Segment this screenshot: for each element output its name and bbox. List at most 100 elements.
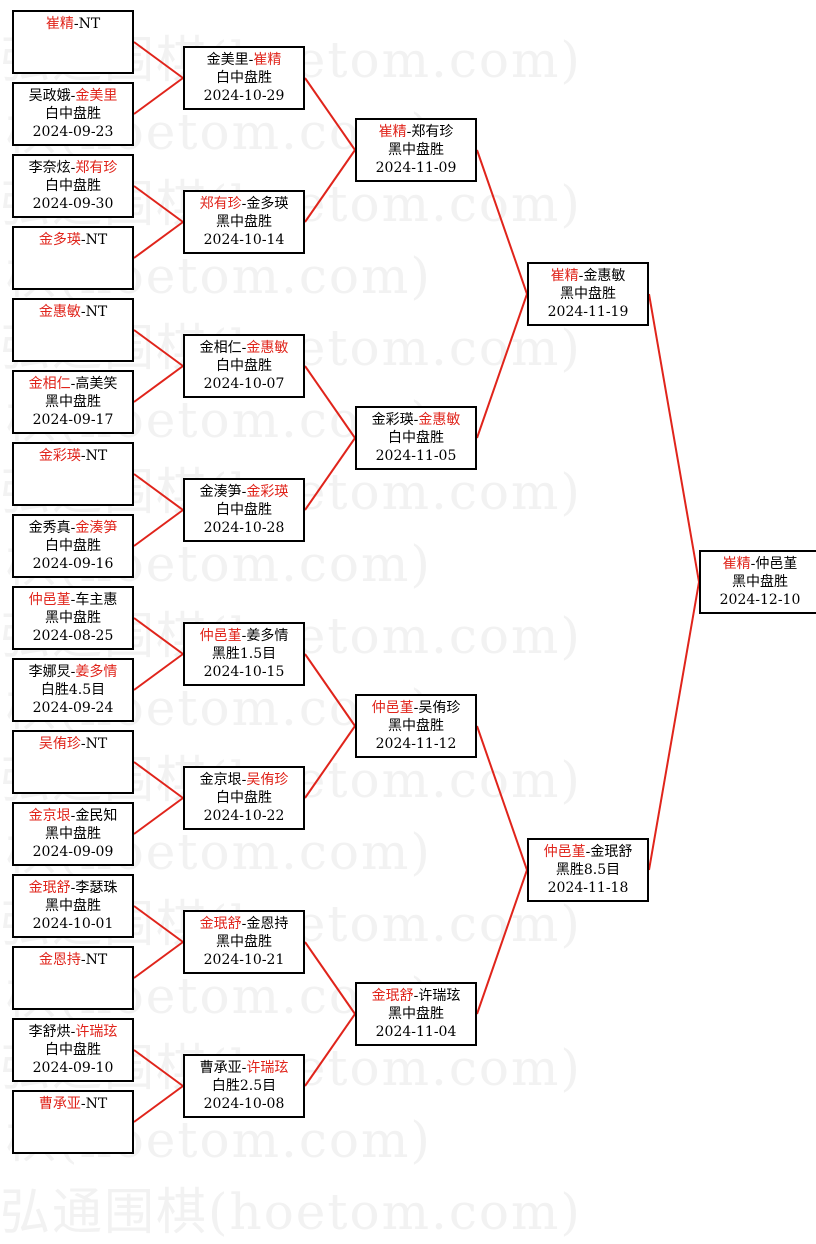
match-date: 2024-10-01 <box>32 916 114 932</box>
bracket-connector <box>133 761 184 799</box>
player-a: 曹承亚 <box>199 1060 242 1076</box>
match-players: 金珉舒-李瑟珠 <box>14 879 132 897</box>
match-date: 2024-10-28 <box>203 520 285 536</box>
match-date: 2024-09-24 <box>32 700 114 716</box>
player-b: 姜多情 <box>75 664 118 680</box>
bracket-connector <box>133 185 184 223</box>
match-date: 2024-11-05 <box>375 448 457 464</box>
match-date <box>14 1131 132 1149</box>
match-players: 金彩瑛-NT <box>14 447 132 465</box>
match-players: 金相仁-高美笑 <box>14 375 132 393</box>
match-players: 郑有珍-金多瑛 <box>185 195 303 213</box>
match-result: 白中盘胜 <box>45 106 101 122</box>
player-b: 金美里 <box>75 88 118 104</box>
match-players: 金珉舒-许瑞玹 <box>357 987 475 1005</box>
match-result <box>14 753 132 771</box>
match-players: 崔精-仲邑堇 <box>701 555 816 573</box>
player-a: 金惠敏 <box>38 304 81 320</box>
match-result: 白中盘胜 <box>45 178 101 194</box>
match-date: 2024-11-09 <box>375 160 457 176</box>
match-players: 吴侑珍-NT <box>14 735 132 753</box>
player-separator: - <box>750 556 756 572</box>
match-players: 崔精-郑有珍 <box>357 123 475 141</box>
match-players: 吴政娥-金美里 <box>14 87 132 105</box>
player-a: 仲邑堇 <box>371 700 414 716</box>
bracket-connector <box>476 293 528 439</box>
player-separator: - <box>80 232 86 248</box>
match-result: 黑中盘胜 <box>45 610 101 626</box>
match-players: 金彩瑛-金惠敏 <box>357 411 475 429</box>
player-a: 金珉舒 <box>199 916 242 932</box>
player-a: 曹承亚 <box>38 1096 81 1112</box>
match-date: 2024-11-18 <box>547 880 629 896</box>
match-date: 2024-12-10 <box>719 592 801 608</box>
match-result: 黑中盘胜 <box>388 718 444 734</box>
match-box: 崔精-NT <box>12 10 134 74</box>
match-players: 李娜炅-姜多情 <box>14 663 132 681</box>
match-result: 黑中盘胜 <box>560 286 616 302</box>
player-b: 金恩持 <box>246 916 289 932</box>
match-date <box>14 339 132 357</box>
match-date: 2024-11-04 <box>375 1024 457 1040</box>
bracket-connector <box>133 1085 184 1123</box>
player-b: 李瑟珠 <box>75 880 118 896</box>
match-date: 2024-10-15 <box>203 664 285 680</box>
match-players: 李奈炫-郑有珍 <box>14 159 132 177</box>
match-players: 金相仁-金惠敏 <box>185 339 303 357</box>
player-a: 金秀真 <box>28 520 71 536</box>
player-b: NT <box>85 1096 108 1112</box>
match-date <box>14 267 132 285</box>
match-result: 黑中盘胜 <box>45 394 101 410</box>
match-date: 2024-10-14 <box>203 232 285 248</box>
bracket-connector <box>304 437 356 511</box>
player-b: 许瑞玹 <box>246 1060 289 1076</box>
player-a: 金相仁 <box>199 340 242 356</box>
match-players: 金京垠-金民知 <box>14 807 132 825</box>
player-separator: - <box>70 1024 76 1040</box>
player-separator: - <box>70 520 76 536</box>
player-separator: - <box>241 196 247 212</box>
player-b: 金惠敏 <box>583 268 626 284</box>
match-players: 金湊笋-金彩瑛 <box>185 483 303 501</box>
match-date <box>14 51 132 69</box>
match-players: 金珉舒-金恩持 <box>185 915 303 933</box>
bracket-connector <box>304 149 356 223</box>
bracket-connector <box>133 473 184 511</box>
match-result <box>14 465 132 483</box>
match-date: 2024-09-23 <box>32 124 114 140</box>
match-result: 白中盘胜 <box>216 358 272 374</box>
player-separator: - <box>70 592 76 608</box>
match-result: 黑中盘胜 <box>45 826 101 842</box>
player-separator: - <box>241 484 247 500</box>
player-separator: - <box>70 376 76 392</box>
player-a: 金湊笋 <box>199 484 242 500</box>
player-separator: - <box>413 412 419 428</box>
player-separator: - <box>413 700 419 716</box>
match-date: 2024-09-16 <box>32 556 114 572</box>
player-b: NT <box>78 16 101 32</box>
bracket-connector <box>133 941 184 979</box>
player-a: 李娜炅 <box>28 664 71 680</box>
match-players: 仲邑堇-车主惠 <box>14 591 132 609</box>
bracket-connector <box>133 797 184 835</box>
player-a: 吴侑珍 <box>38 736 81 752</box>
player-a: 崔精 <box>378 124 407 140</box>
match-date: 2024-11-19 <box>547 304 629 320</box>
bracket-connector <box>133 365 184 403</box>
player-separator: - <box>241 628 247 644</box>
match-players: 金秀真-金湊笋 <box>14 519 132 537</box>
player-separator: - <box>70 880 76 896</box>
bracket-connector <box>133 41 184 79</box>
match-result: 黑胜8.5目 <box>555 862 621 878</box>
player-separator: - <box>241 1060 247 1076</box>
player-b: NT <box>85 448 108 464</box>
player-separator: - <box>248 52 254 68</box>
player-separator: - <box>413 988 419 1004</box>
player-separator: - <box>406 124 412 140</box>
